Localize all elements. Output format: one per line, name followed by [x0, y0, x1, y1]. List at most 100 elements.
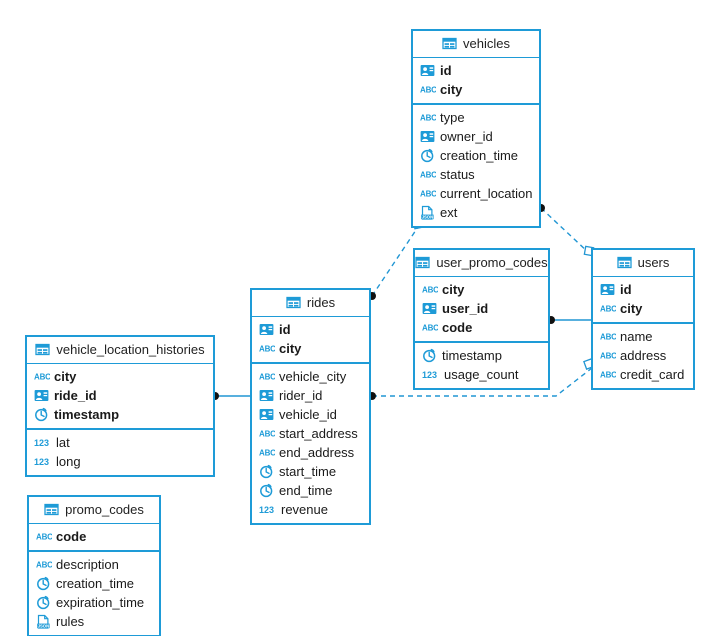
field-vehicle_location_histories-long[interactable]: 123 long: [27, 452, 213, 471]
field-rides-start_time[interactable]: start_time: [252, 462, 369, 481]
field-vehicle_location_histories-timestamp[interactable]: timestamp: [27, 405, 213, 424]
field-label: timestamp: [54, 407, 120, 422]
field-vehicles-current_location[interactable]: ABC current_location: [413, 184, 539, 203]
table-icon: [442, 36, 457, 51]
svg-text:ABC: ABC: [420, 114, 436, 123]
field-label: city: [279, 341, 302, 356]
svg-text:ABC: ABC: [420, 190, 436, 199]
field-label: owner_id: [440, 129, 493, 144]
field-promo_codes-creation_time[interactable]: creation_time: [29, 574, 159, 593]
field-label: start_address: [279, 426, 358, 441]
svg-text:ABC: ABC: [34, 373, 50, 382]
svg-text:ABC: ABC: [422, 324, 438, 333]
id-card-icon: [422, 301, 437, 316]
field-rides-id[interactable]: id: [252, 320, 369, 339]
field-rides-end_address[interactable]: ABC end_address: [252, 443, 369, 462]
field-rides-start_address[interactable]: ABC start_address: [252, 424, 369, 443]
field-vehicles-id[interactable]: id: [413, 61, 539, 80]
field-rides-end_time[interactable]: end_time: [252, 481, 369, 500]
id-card-icon: [600, 282, 615, 297]
svg-text:ABC: ABC: [600, 352, 616, 361]
field-label: timestamp: [442, 348, 502, 363]
id-card-icon: [259, 388, 274, 403]
field-label: name: [620, 329, 653, 344]
field-label: code: [56, 529, 87, 544]
abc-text-icon: ABC: [420, 186, 436, 201]
field-users-name[interactable]: ABC name: [593, 327, 693, 346]
field-vehicles-creation_time[interactable]: creation_time: [413, 146, 539, 165]
field-rides-rider_id[interactable]: rider_id: [252, 386, 369, 405]
123-number-icon: 123: [259, 505, 275, 515]
field-label: end_address: [279, 445, 355, 460]
field-users-credit_card[interactable]: ABC credit_card: [593, 365, 693, 384]
table-header-rides: rides: [252, 290, 369, 317]
field-label: creation_time: [56, 576, 135, 591]
field-users-id[interactable]: id: [593, 280, 693, 299]
field-label: city: [620, 301, 643, 316]
svg-text:ABC: ABC: [600, 371, 616, 380]
123-number-icon: 123: [422, 370, 438, 380]
clock-icon: [420, 148, 435, 163]
table-icon: [44, 502, 59, 517]
edge-userpromocodes-users: [547, 316, 591, 324]
field-users-city[interactable]: ABC city: [593, 299, 693, 318]
clock-icon: [259, 464, 274, 479]
field-vehicles-owner_id[interactable]: owner_id: [413, 127, 539, 146]
svg-text:ABC: ABC: [422, 286, 438, 295]
field-label: creation_time: [440, 148, 519, 163]
svg-text:ABC: ABC: [259, 449, 275, 458]
id-card-icon: [420, 129, 435, 144]
svg-text:ABC: ABC: [600, 333, 616, 342]
field-user_promo_codes-user_id[interactable]: user_id: [415, 299, 548, 318]
field-promo_codes-expiration_time[interactable]: expiration_time: [29, 593, 159, 612]
field-label: current_location: [440, 186, 533, 201]
123-number-icon: 123: [34, 457, 50, 467]
field-label: id: [279, 322, 291, 337]
id-card-icon: [259, 322, 274, 337]
field-label: id: [440, 63, 452, 78]
table-header-user_promo_codes: user_promo_codes: [415, 250, 548, 277]
field-rides-vehicle_id[interactable]: vehicle_id: [252, 405, 369, 424]
field-vehicle_location_histories-ride_id[interactable]: ride_id: [27, 386, 213, 405]
field-label: long: [56, 454, 81, 469]
abc-text-icon: ABC: [600, 301, 616, 316]
field-label: rider_id: [279, 388, 323, 403]
field-label: start_time: [279, 464, 337, 479]
table-header-promo_codes: promo_codes: [29, 497, 159, 524]
svg-text:ABC: ABC: [259, 430, 275, 439]
abc-text-icon: ABC: [420, 82, 436, 97]
edge-vlh-rides: [211, 392, 250, 400]
clock-icon: [36, 595, 51, 610]
field-label: user_id: [442, 301, 489, 316]
field-user_promo_codes-timestamp[interactable]: timestamp: [415, 346, 548, 365]
field-label: credit_card: [620, 367, 685, 382]
table-title: promo_codes: [65, 502, 144, 517]
